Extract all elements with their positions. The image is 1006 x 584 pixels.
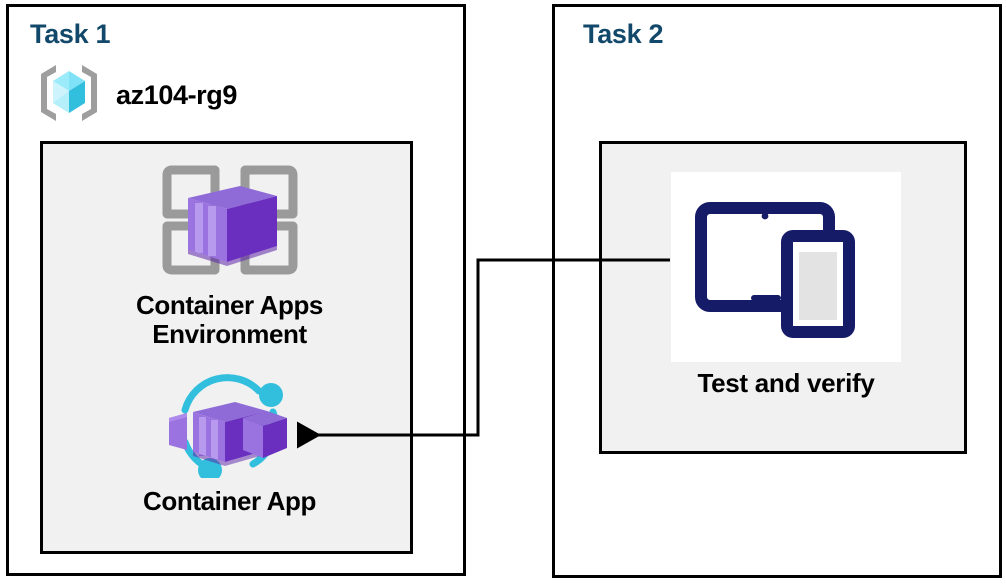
container-apps-environment-label: Container Apps Environment (135, 290, 323, 350)
container-app-label: Container App (143, 486, 316, 516)
task-2-title: Task 2 (583, 19, 664, 49)
task-1-resource-panel: Container Apps Environment (40, 141, 413, 554)
task-2-resource-panel: Test and verify (599, 141, 967, 454)
container-app-node-dot (197, 458, 222, 482)
container-apps-environment-card: Container Apps Environment (43, 158, 416, 349)
resource-group-row: az104-rg9 (36, 62, 237, 129)
container-app-card: Container App (43, 372, 416, 516)
test-and-verify-devices-icon (695, 190, 877, 345)
container-app-icon (155, 372, 305, 483)
test-and-verify-label: Test and verify (697, 368, 875, 398)
resource-group-name: az104-rg9 (116, 80, 237, 110)
resource-group-icon (36, 62, 102, 129)
container-apps-environment-icon (155, 158, 305, 287)
task-1-title: Task 1 (30, 19, 111, 49)
container-app-node-dot (258, 383, 283, 407)
test-and-verify-tile (671, 172, 901, 362)
